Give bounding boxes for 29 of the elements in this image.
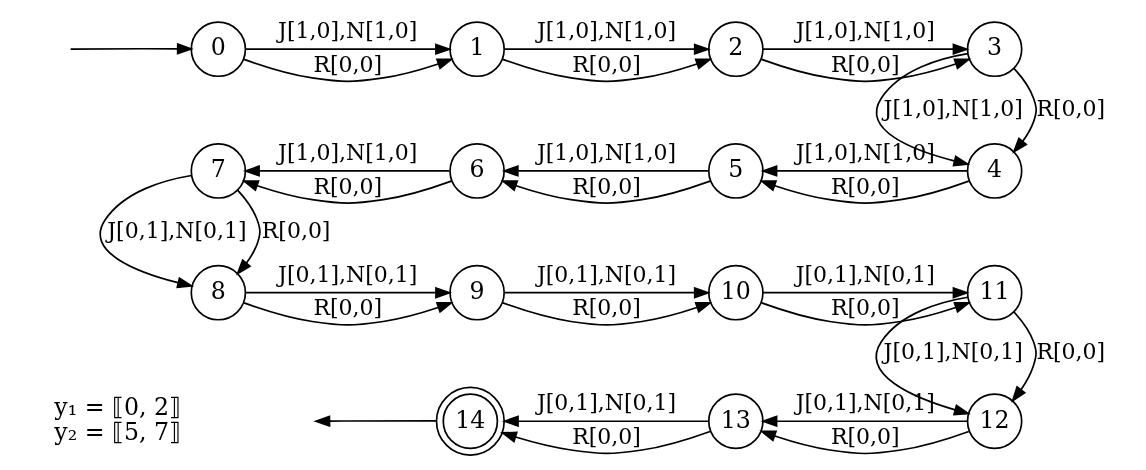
edge-label: J[0,1],N[0,1]	[795, 390, 935, 416]
edge-label: R[0,0]	[1035, 339, 1105, 365]
edge-label: R[0,0]	[830, 423, 900, 449]
edge-label: J[1,0],N[1,0]	[277, 139, 417, 165]
edge-label: R[0,0]	[571, 423, 641, 449]
edge-label: J[1,0],N[1,0]	[795, 18, 935, 44]
edge-label: J[0,1],N[0,1]	[883, 339, 1023, 365]
edge-label: J[0,1],N[0,1]	[536, 261, 676, 287]
label: y₁ = ⟦0, 2⟧	[53, 392, 181, 421]
edge-label: R[0,0]	[571, 173, 641, 199]
edge-label: R[0,0]	[571, 295, 641, 321]
edge-label: J[1,0],N[1,0]	[277, 18, 417, 44]
edge-label: R[0,0]	[312, 51, 382, 77]
edge-label: R[0,0]	[1035, 95, 1105, 121]
edge-label: J[0,1],N[0,1]	[795, 261, 935, 287]
edge-label: R[0,0]	[261, 217, 330, 243]
edge-label: J[0,1],N[0,1]	[106, 217, 246, 243]
edge-label: R[0,0]	[830, 295, 900, 321]
edge-label: R[0,0]	[312, 295, 382, 321]
edge-label: J[1,0],N[1,0]	[883, 95, 1023, 121]
edge-label: R[0,0]	[830, 173, 900, 199]
edge-label: R[0,0]	[312, 173, 382, 199]
edge-label: J[1,0],N[1,0]	[536, 18, 676, 44]
edge-label: J[1,0],N[1,0]	[536, 139, 676, 165]
edge-label: J[1,0],N[1,0]	[795, 139, 935, 165]
edge-label: R[0,0]	[571, 51, 641, 77]
edge-label: J[0,1],N[0,1]	[536, 390, 676, 416]
edge-label: J[0,1],N[0,1]	[277, 261, 417, 287]
edge-label: R[0,0]	[830, 51, 900, 77]
